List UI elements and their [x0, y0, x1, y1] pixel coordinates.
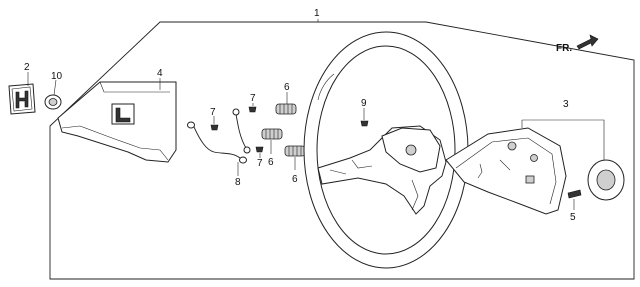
front-direction-arrow: FR.: [556, 34, 599, 54]
pad-cover-part: [57, 78, 177, 163]
nut-part: [44, 79, 62, 110]
spring-part-c: [284, 145, 306, 170]
callout-10: 10: [51, 71, 63, 82]
callout-6-c: 6: [292, 174, 298, 185]
wheel-screw-part: [360, 108, 369, 127]
callout-1: 1: [314, 8, 320, 19]
steering-wheel-part: [303, 31, 469, 269]
spring-part-b: [261, 128, 283, 154]
horn-pad-assembly-part: [445, 119, 625, 215]
front-direction-label: FR.: [556, 43, 572, 54]
screw-part-a: [210, 116, 219, 131]
callout-3: 3: [563, 99, 569, 110]
callout-6-b: 6: [268, 157, 274, 168]
callout-6-a: 6: [284, 82, 290, 93]
callout-2: 2: [24, 62, 30, 73]
callout-7-a: 7: [210, 107, 216, 118]
screw-part-b: [248, 103, 257, 113]
emblem-part: [8, 72, 36, 115]
callout-7-b: 7: [250, 93, 256, 104]
arrow-icon: [576, 34, 599, 50]
callout-4: 4: [157, 68, 163, 79]
horn-wire-part: [187, 108, 251, 176]
spring-part-a: [275, 92, 297, 115]
bolt-part: [567, 189, 582, 210]
callout-7-c: 7: [257, 158, 263, 169]
callout-9: 9: [361, 98, 367, 109]
honda-logo-icon: [15, 90, 29, 109]
assembly-frame: [49, 21, 635, 280]
screw-part-c: [255, 146, 264, 158]
callout-8: 8: [235, 177, 241, 188]
callout-5: 5: [570, 212, 576, 223]
